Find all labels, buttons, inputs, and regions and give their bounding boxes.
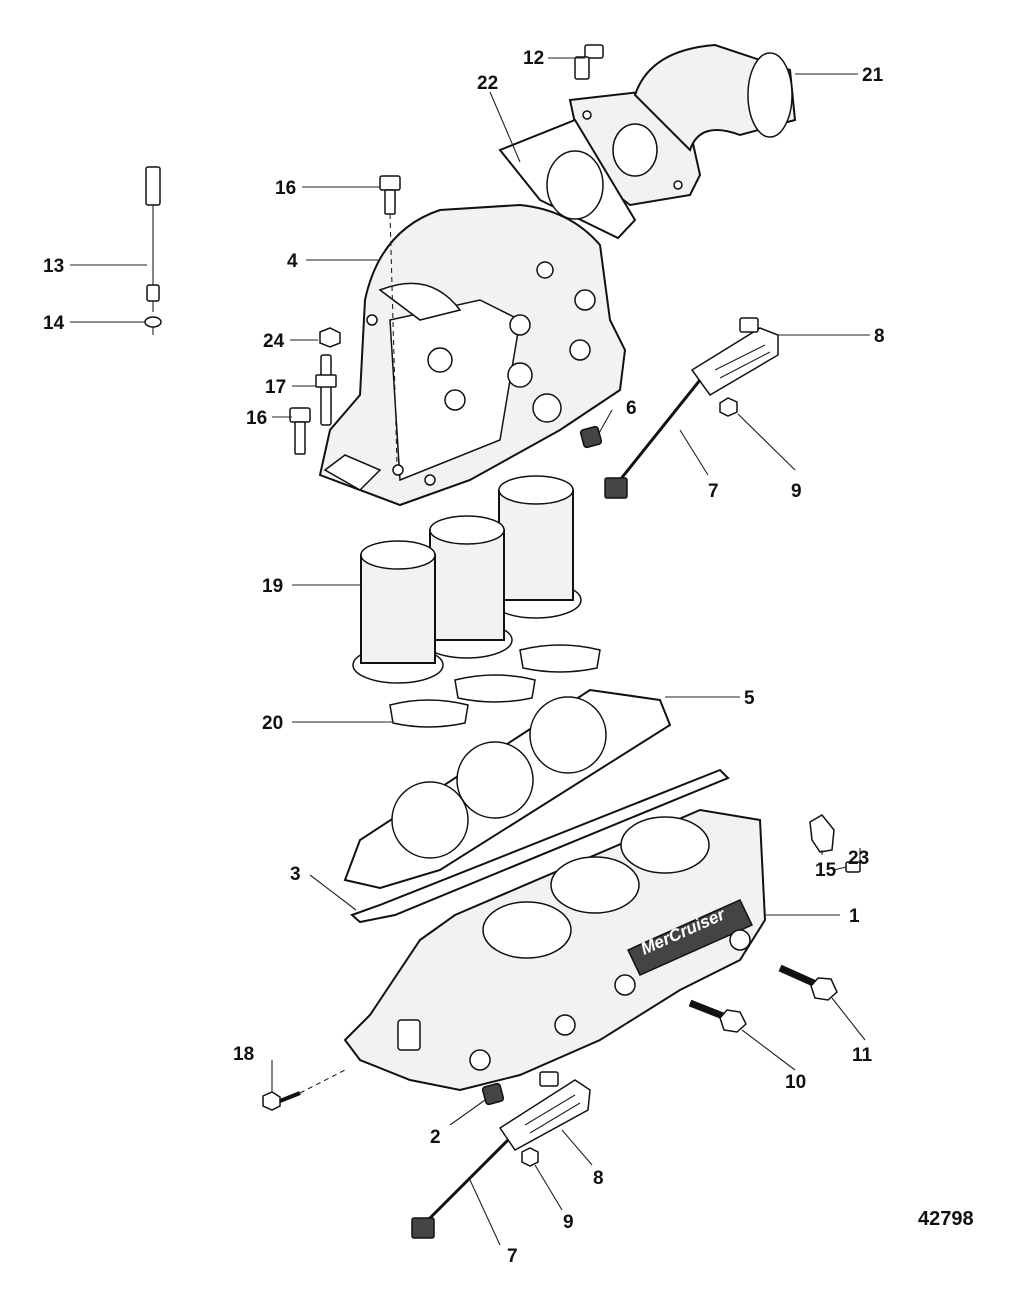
callout-11: 11	[852, 1045, 873, 1066]
nut-part	[319, 327, 341, 348]
callout-21: 21	[862, 65, 884, 86]
callout-6: 6	[626, 398, 637, 419]
drain-screw-part	[262, 1091, 301, 1111]
elbow-bolt-part	[574, 44, 604, 80]
manifold-bolt-upper-part	[379, 175, 401, 215]
elbow-gasket-part	[498, 118, 637, 240]
callout-18: 18	[233, 1044, 254, 1065]
bracket-bolt-upper-part	[719, 397, 738, 417]
callout-22: 22	[477, 73, 498, 94]
callout-9-lower: 9	[563, 1212, 574, 1233]
callout-9-upper: 9	[791, 481, 802, 502]
callout-17: 17	[265, 377, 286, 398]
callout-15: 15	[815, 860, 837, 881]
reference-number: 42798	[918, 1208, 974, 1230]
leader-lines	[70, 57, 870, 1246]
callout-1: 1	[849, 906, 860, 927]
callout-10: 10	[785, 1072, 806, 1093]
head-gasket-part	[343, 688, 672, 890]
manifold-base-part: MerCruiser	[343, 808, 767, 1092]
sensor-bracket-lower-part	[498, 1071, 591, 1151]
temperature-sensor-part	[144, 166, 162, 335]
callout-24: 24	[263, 331, 285, 352]
callout-13: 13	[43, 256, 64, 277]
bracket-bolt-lower-part	[521, 1147, 539, 1167]
callout-12: 12	[523, 48, 544, 69]
callout-3: 3	[290, 864, 301, 885]
stud-part	[315, 354, 337, 426]
manifold-bolt-10-part	[688, 999, 747, 1033]
callout-5: 5	[744, 688, 755, 709]
lower-gasket-part	[350, 768, 730, 924]
pipe-plug-upper-part	[579, 425, 603, 449]
callout-8-lower: 8	[593, 1168, 604, 1189]
callout-8-upper: 8	[874, 326, 885, 347]
manifold-bolt-lower-part	[289, 407, 311, 455]
callout-16-upper: 16	[275, 178, 296, 199]
callout-labels: 12 21 22 16 13 4 14 24 8 17 16 6 7 9 19 …	[43, 48, 885, 1267]
callout-16-lower: 16	[246, 408, 267, 429]
sleeve-bands-part	[389, 644, 601, 728]
exhaust-sleeves-part	[352, 475, 582, 684]
plug-cap-part	[809, 814, 835, 853]
callout-23: 23	[848, 848, 869, 869]
callout-2: 2	[430, 1127, 441, 1148]
manifold-bolt-11-part	[778, 964, 838, 1001]
callout-4: 4	[287, 251, 298, 272]
sensor-harness-upper-part	[604, 379, 702, 499]
sensor-bracket-upper-part	[690, 317, 779, 396]
callout-14: 14	[43, 313, 65, 334]
pipe-plug-lower-part	[481, 1082, 505, 1106]
callout-20: 20	[262, 713, 283, 734]
exhaust-manifold-part	[318, 203, 627, 507]
sensor-harness-lower-part	[411, 1138, 510, 1239]
callout-7-lower: 7	[507, 1246, 518, 1267]
callout-19: 19	[262, 576, 283, 597]
callout-7-upper: 7	[708, 481, 719, 502]
